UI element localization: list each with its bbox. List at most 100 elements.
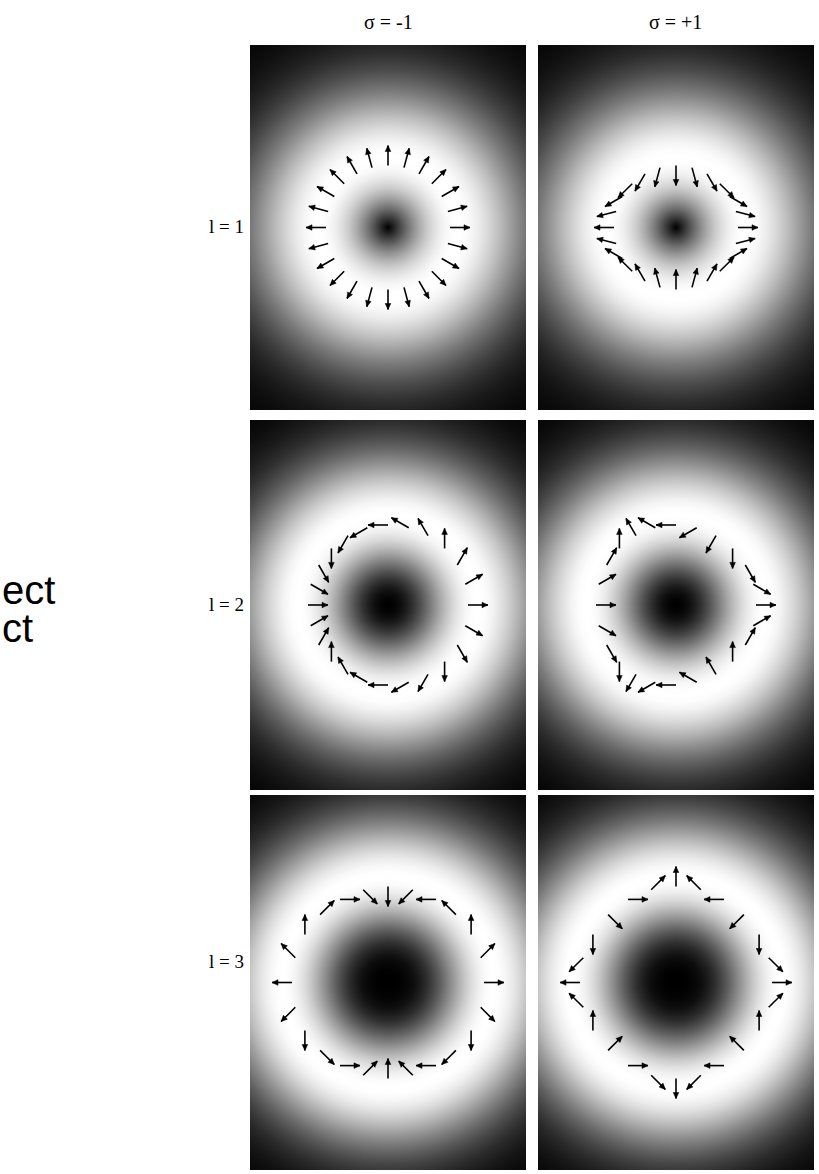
arrow-head [468,1045,474,1051]
arrow-head [740,201,747,206]
polarization-arrows [306,146,470,310]
arrow-head [323,628,328,635]
arrow-shaft [363,1061,377,1075]
arrow-shaft [706,536,716,553]
arrow-head [350,532,357,537]
arrow-head [704,897,710,903]
arrow-head [626,685,631,692]
arrow-head [673,867,679,873]
arrow-shaft [618,184,632,198]
arrow-shaft [769,958,783,972]
arrow-head [728,192,734,198]
arrow-head [329,642,335,648]
arrow-head [416,897,422,903]
arrow-head [605,201,612,206]
arrow-head [756,1011,762,1017]
arrow-head [740,249,747,254]
arrow-head [656,682,662,688]
arrow-shaft [745,628,755,645]
arrow-shaft [679,672,696,682]
arrow-head [330,279,336,285]
arrow-head [368,522,374,528]
arrow-head [594,225,600,231]
arrow-shaft [638,682,655,692]
arrow-head [730,642,736,648]
arrow-head [366,148,371,155]
arrow-head [317,187,324,192]
arrow-shaft [730,915,744,929]
arrow-shaft [753,584,770,594]
sigma-label: σ = -1 [364,10,413,34]
arrow-head [642,1063,648,1069]
arrow-head [405,300,410,307]
arrow-shaft [605,249,622,259]
arrow-head [347,157,352,164]
arrow-shaft [281,944,295,958]
arrow-shaft [319,565,329,582]
arrow-head [371,898,377,904]
arrow-head [635,185,640,192]
arrow-shaft [635,264,645,281]
arrow-head [418,685,423,692]
arrow-head [626,518,631,525]
arrow-shaft [419,157,429,174]
arrow-head [786,980,792,986]
arrow-head [350,672,357,677]
arrow-head [659,876,665,882]
arrow-head [452,263,459,268]
arrow-head [654,180,659,187]
arrow-head [322,616,329,621]
arrow-head [693,180,698,187]
arrow-shaft [320,901,334,915]
arrow-shaft [638,518,655,528]
arrow-shaft [651,876,665,890]
arrow-head [654,268,659,275]
arrow-shaft [687,1075,701,1089]
arrow-head [590,949,596,955]
arrow-head [673,1093,679,1099]
arrow-shaft [679,528,696,538]
arrow-head [498,980,504,986]
arrow-shaft [399,890,413,904]
arrow-head [322,589,329,594]
polarization-arrows [596,518,776,693]
arrow-shaft [311,584,328,594]
arrow-head [440,279,446,285]
arrow-head [385,1059,391,1065]
arrow-head [635,264,640,271]
arrow-head [730,562,736,568]
arrow-head [693,268,698,275]
arrow-shaft [319,628,329,645]
arrow-head [440,170,446,176]
arrow-head [461,205,468,210]
arrow-head [679,672,686,677]
arrow-head [371,1061,377,1067]
arrow-head [673,270,679,276]
beam-panel [538,795,814,1170]
arrow-head [706,657,711,664]
arrow-head [476,574,483,579]
beam-panel [538,420,814,790]
arrow-head [442,1058,448,1064]
arrow-head [399,898,405,904]
arrow-head [462,656,467,663]
arrow-head [569,993,575,999]
arrow-head [777,966,783,972]
arrow-head [489,944,495,950]
arrow-shaft [626,674,636,691]
arrow-shaft [457,548,467,565]
arrow-head [323,576,328,583]
arrow-shaft [745,565,755,582]
arrow-head [424,292,429,299]
arrow-head [385,901,391,907]
arrow-head [416,1063,422,1069]
arrow-shaft [391,518,408,528]
arrow-head [610,602,616,608]
beam-panel [538,45,814,410]
arrow-head [597,212,604,217]
arrow-shaft [432,271,446,285]
arrow-head [418,518,423,525]
arrow-head [730,923,736,929]
arrow-head [616,1036,622,1042]
